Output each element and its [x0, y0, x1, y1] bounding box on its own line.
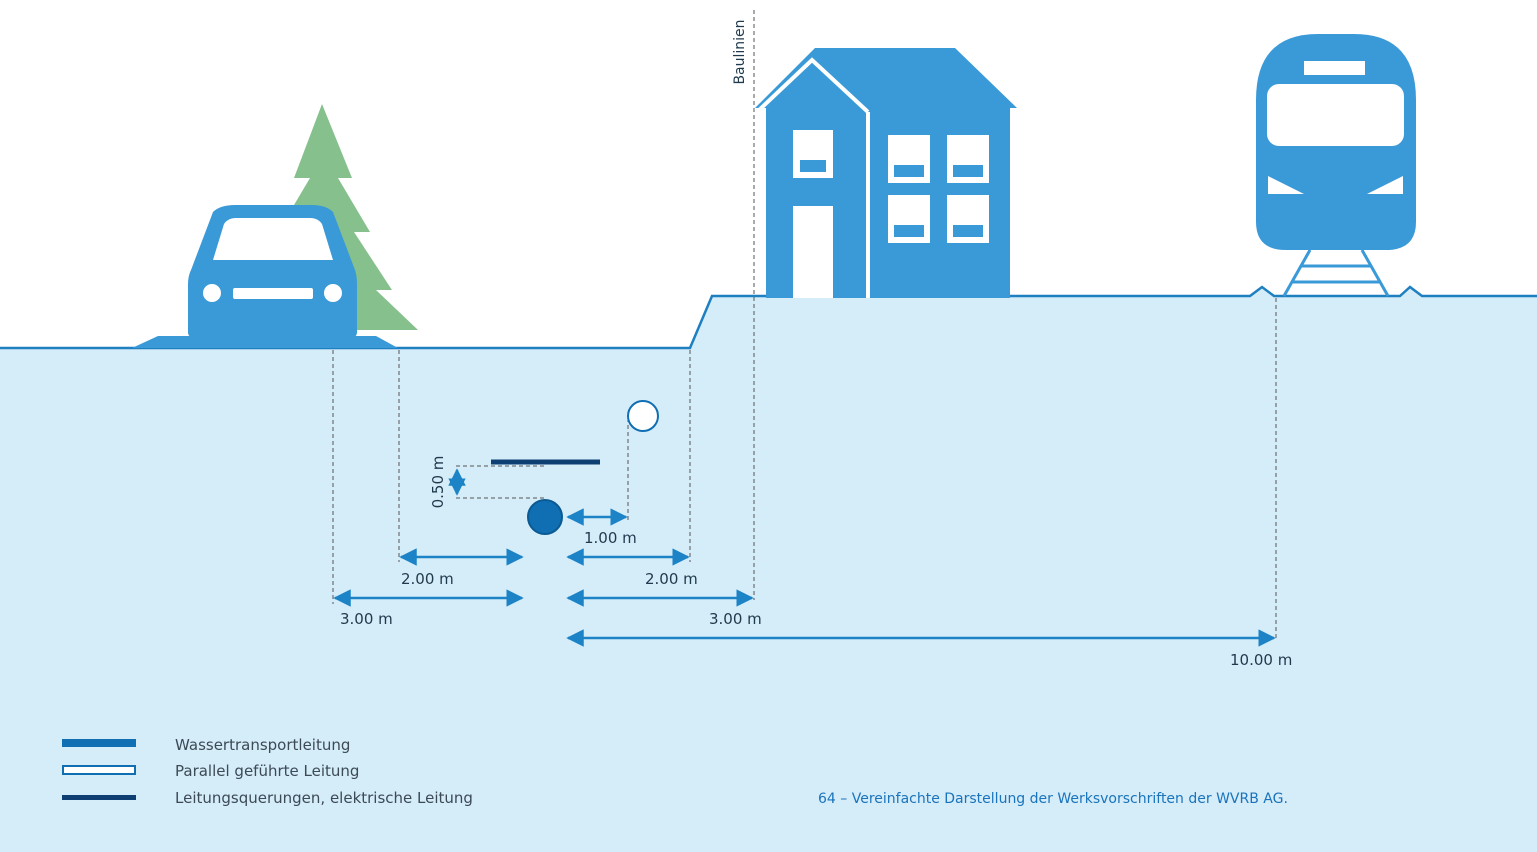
label-right-3m: 3.00 m: [709, 610, 762, 628]
house-icon: [755, 48, 1017, 298]
legend-swatch-outline: [62, 765, 136, 775]
label-left-2m: 2.00 m: [401, 570, 454, 588]
parallel-pipe: [627, 400, 659, 432]
label-rail-10m: 10.00 m: [1230, 651, 1292, 669]
car-icon: [188, 205, 357, 338]
building-line-label: Baulinien: [732, 19, 748, 84]
ground-area: [0, 287, 1537, 852]
ground-surface-line: [0, 285, 1537, 350]
legend-swatch-thin: [62, 795, 136, 800]
legend: Wassertransportleitung Parallel geführte…: [62, 736, 473, 807]
legend-swatch-filled: [62, 739, 136, 747]
guide-lines: [332, 298, 1277, 640]
label-1m: 1.00 m: [584, 529, 637, 547]
train-icon: [1256, 34, 1416, 297]
legend-label: Leitungsquerungen, elektrische Leitung: [175, 789, 473, 807]
legend-label: Parallel geführte Leitung: [175, 762, 359, 780]
water-transport-pipe: [527, 499, 563, 535]
label-right-2m: 2.00 m: [645, 570, 698, 588]
vertical-gap-label: 0.50 m: [429, 456, 447, 509]
figure-caption: 64 – Vereinfachte Darstellung der Werksv…: [818, 791, 1288, 807]
legend-label: Wassertransportleitung: [175, 736, 350, 754]
dimension-arrows: [333, 468, 1276, 647]
road-surface: [132, 336, 398, 348]
label-left-3m: 3.00 m: [340, 610, 393, 628]
